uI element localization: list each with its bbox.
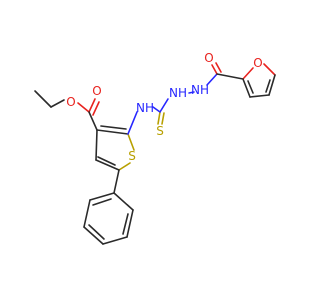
bond-c5-c4-inner [97, 156, 116, 166]
bond-ph-5 [83, 199, 91, 228]
bond-ph-3 [102, 236, 128, 245]
bond-ph-4-inner [88, 224, 105, 240]
bond-furan-o-c5 [263, 63, 276, 76]
bond-amide-c-eq-o-b [215, 62, 222, 73]
bond-c-eq-s-a [157, 111, 161, 125]
bond-nh-cs [152, 106, 161, 113]
bond-nh-nh [188, 91, 195, 94]
bond-c2-nh [127, 111, 138, 135]
bond-nh-amide-c [206, 73, 218, 86]
bond-amide-furan [216, 73, 244, 80]
bond-c-eq-s-b [161, 112, 165, 125]
atom-nh-hydrazine-2: NH [191, 83, 209, 97]
atom-nh-thiourea: NH [136, 101, 154, 115]
atom-nh-hydrazine-1: NH [169, 86, 187, 100]
atom-s-thiophene: S [128, 149, 136, 163]
structure-svg: O O NH S S NH NH O O [34, 51, 276, 245]
bond-carbonyl-c3 [88, 111, 98, 131]
bond-furan-c3-c2-inner [247, 80, 254, 94]
bond-c2-s [127, 133, 135, 151]
bond-ph-4 [83, 226, 104, 245]
bond-s-c5 [118, 162, 131, 171]
bond-ph-6-inner [92, 198, 112, 206]
bond-furan-c5-c4 [268, 74, 276, 96]
bond-furan-c4-c3 [249, 94, 270, 98]
bond-ph-6 [89, 192, 115, 201]
atom-o-carbonyl-ester: O [92, 84, 101, 98]
atom-o-furan: O [253, 56, 262, 70]
bond-amide-c-eq-o-a [211, 64, 218, 75]
bond-ph-2 [126, 209, 134, 238]
atom-o-ester: O [66, 95, 75, 109]
bond-o-carbonyl [77, 102, 90, 113]
atom-o-amide: O [204, 51, 213, 65]
bond-c4-c3 [95, 129, 98, 161]
molecule-diagram: O O NH S S NH NH O O [34, 51, 276, 245]
bond-ph-1 [113, 192, 134, 211]
bond-ph-2-inner [122, 213, 129, 235]
bond-furan-c3-c2 [242, 78, 251, 98]
bond-ethyl-ch2-o [50, 99, 65, 108]
bond-c3-c2 [96, 129, 129, 135]
bond-c-eq-o-a [88, 98, 96, 113]
bond-c5-phenyl [113, 169, 120, 194]
bond-c5-c4 [95, 159, 120, 171]
bond-furan-c5-c4-inner [265, 79, 271, 93]
bond-furan-c2-o [242, 67, 254, 80]
bond-ethyl-ch3-ch2 [34, 90, 52, 108]
bond-cs-nh [159, 98, 169, 113]
bond-c3-c2-inner [100, 125, 127, 130]
bond-c-eq-o-b [92, 101, 100, 116]
atom-s-thioketone: S [156, 124, 164, 138]
